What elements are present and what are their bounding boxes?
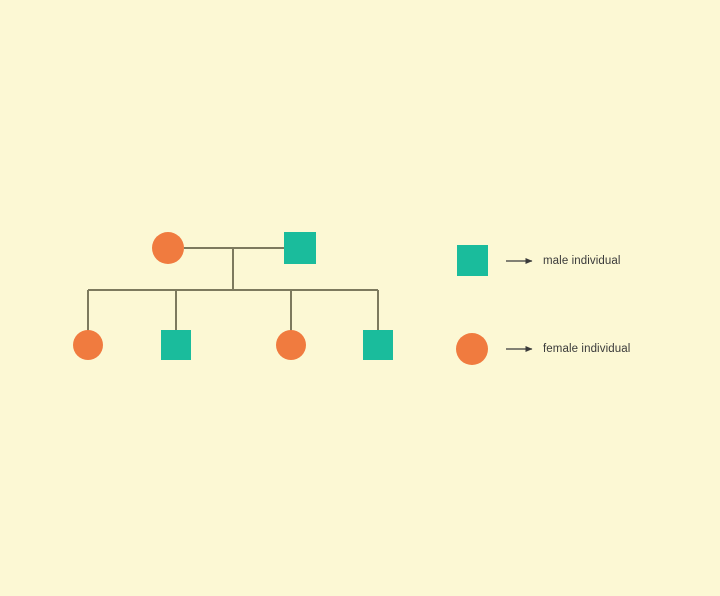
individual-child-4-male-square[interactable]	[363, 330, 393, 360]
generation-2	[73, 330, 393, 360]
generation-1	[152, 232, 316, 264]
legend-female-label: female individual	[543, 343, 630, 355]
legend-male-label: male individual	[543, 255, 621, 267]
individual-father-male-square[interactable]	[284, 232, 316, 264]
individual-child-3-female-circle[interactable]	[276, 330, 306, 360]
individual-mother-female-circle[interactable]	[152, 232, 184, 264]
legend-entry-male: male individual	[457, 245, 621, 276]
individual-child-2-male-square[interactable]	[161, 330, 191, 360]
individual-child-1-female-circle[interactable]	[73, 330, 103, 360]
legend-entry-female: female individual	[456, 333, 630, 365]
legend-male-square-swatch	[457, 245, 488, 276]
legend: male individual female individual	[456, 245, 630, 365]
pedigree-connectors	[87, 247, 379, 331]
legend-female-circle-swatch	[456, 333, 488, 365]
